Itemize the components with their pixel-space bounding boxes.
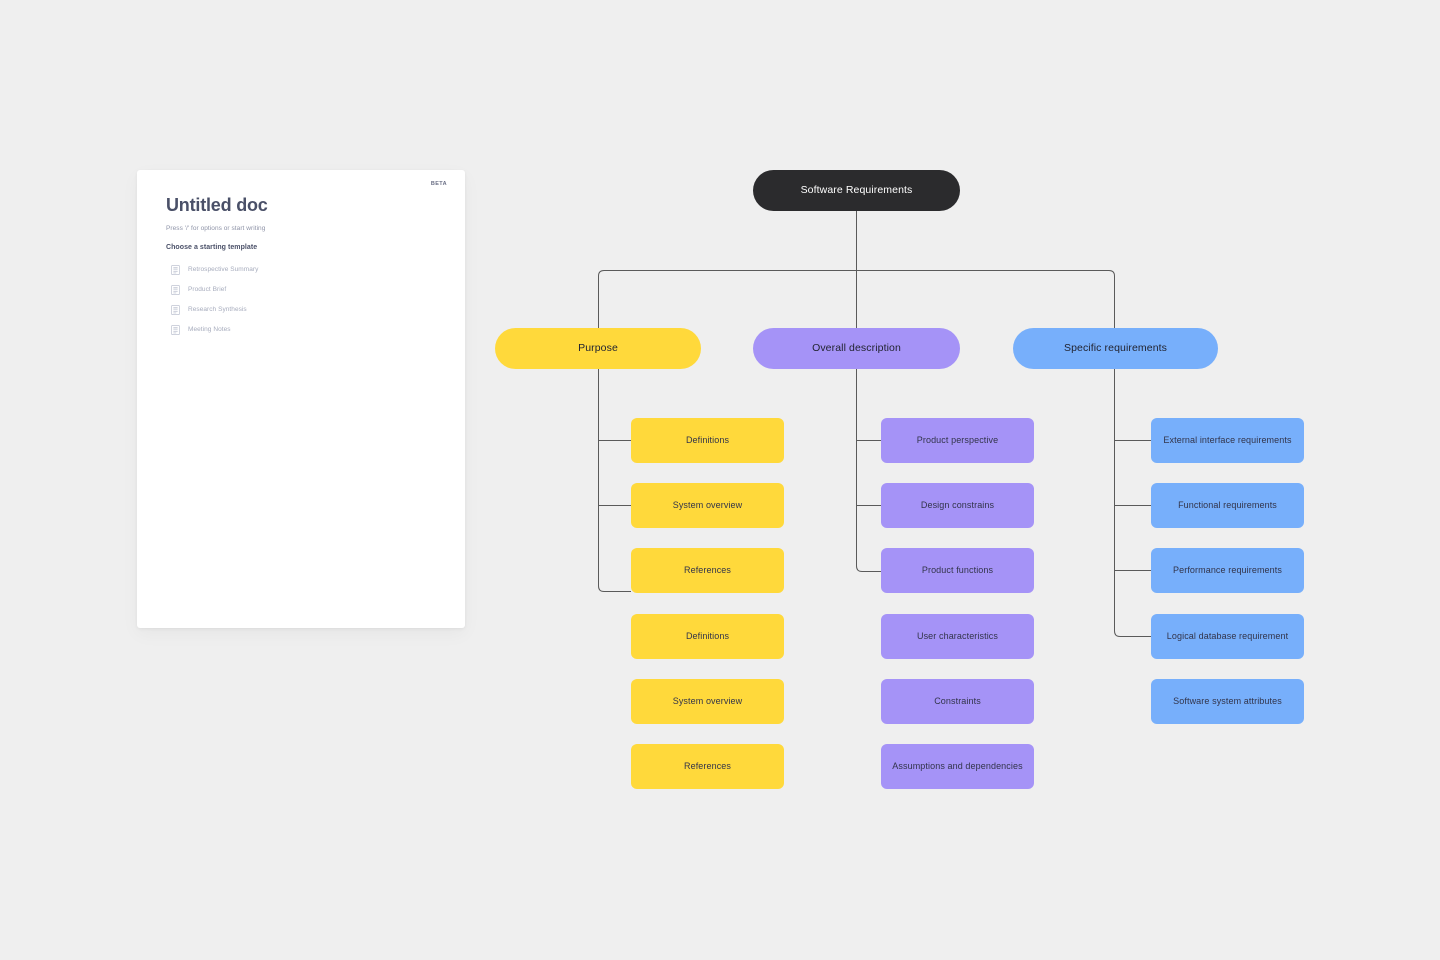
document-icon: [171, 284, 180, 295]
node-leaf-functional-requirements[interactable]: Functional requirements: [1151, 483, 1304, 528]
beta-badge: BETA: [430, 181, 447, 187]
node-leaf-definitions-2[interactable]: Definitions: [631, 614, 784, 659]
template-item-product-brief[interactable]: Product Brief: [166, 280, 445, 300]
node-leaf-user-characteristics[interactable]: User characteristics: [881, 614, 1034, 659]
node-leaf-constraints[interactable]: Constraints: [881, 679, 1034, 724]
template-item-label: Product Brief: [188, 286, 227, 294]
node-branch-specific-requirements[interactable]: Specific requirements: [1013, 328, 1218, 369]
node-root-software-requirements[interactable]: Software Requirements: [753, 170, 960, 211]
document-icon: [171, 264, 180, 275]
template-item-label: Retrospective Summary: [188, 266, 259, 274]
node-leaf-external-interface-requirements[interactable]: External interface requirements: [1151, 418, 1304, 463]
node-branch-overall-description[interactable]: Overall description: [753, 328, 960, 369]
node-leaf-software-system-attributes[interactable]: Software system attributes: [1151, 679, 1304, 724]
node-leaf-references-1[interactable]: References: [631, 548, 784, 593]
node-leaf-system-overview-2[interactable]: System overview: [631, 679, 784, 724]
document-content: Untitled doc Press '/' for options or st…: [166, 195, 445, 340]
document-icon: [171, 324, 180, 335]
node-leaf-system-overview-1[interactable]: System overview: [631, 483, 784, 528]
node-leaf-logical-database-requirement[interactable]: Logical database requirement: [1151, 614, 1304, 659]
document-icon: [171, 304, 180, 315]
node-leaf-definitions-1[interactable]: Definitions: [631, 418, 784, 463]
template-item-meeting-notes[interactable]: Meeting Notes: [166, 320, 445, 340]
node-leaf-product-perspective[interactable]: Product perspective: [881, 418, 1034, 463]
node-leaf-design-constrains[interactable]: Design constrains: [881, 483, 1034, 528]
template-item-retrospective-summary[interactable]: Retrospective Summary: [166, 260, 445, 280]
node-leaf-product-functions[interactable]: Product functions: [881, 548, 1034, 593]
node-leaf-references-2[interactable]: References: [631, 744, 784, 789]
node-leaf-assumptions-and-dependencies[interactable]: Assumptions and dependencies: [881, 744, 1034, 789]
template-item-research-synthesis[interactable]: Research Synthesis: [166, 300, 445, 320]
template-item-label: Research Synthesis: [188, 306, 247, 314]
page-title[interactable]: Untitled doc: [166, 195, 268, 215]
node-leaf-performance-requirements[interactable]: Performance requirements: [1151, 548, 1304, 593]
document-hint: Press '/' for options or start writing: [166, 224, 266, 232]
template-list: Retrospective Summary Product Brief: [166, 260, 445, 340]
template-item-label: Meeting Notes: [188, 326, 231, 334]
node-branch-purpose[interactable]: Purpose: [495, 328, 701, 369]
document-card[interactable]: BETA Untitled doc Press '/' for options …: [137, 170, 465, 628]
template-section-heading: Choose a starting template: [166, 243, 258, 251]
